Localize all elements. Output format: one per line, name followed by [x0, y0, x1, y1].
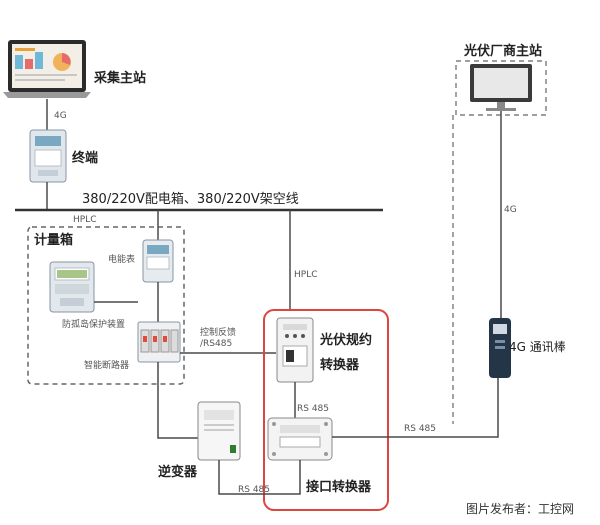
pv-converter-label-line1: 光伏规约: [320, 333, 373, 348]
interface-converter-icon: [267, 417, 333, 461]
link-inverter-interface-converter: [218, 460, 301, 495]
hplc-right-label: HPLC: [294, 270, 318, 280]
control-feedback-label: 控制反馈: [200, 328, 237, 338]
link-label-4g: 4G: [54, 111, 67, 121]
inverter-label: 逆变器: [158, 465, 198, 480]
anti-islanding-label: 防孤岛保护装置: [62, 320, 126, 330]
watermark-text: 图片发布者：工控网: [466, 502, 575, 516]
rs485-between-label: RS 485: [297, 404, 330, 414]
pv-protocol-converter-icon: [276, 317, 314, 383]
smart-breaker-label: 智能断路器: [84, 361, 130, 371]
monitor-icon: [470, 64, 532, 111]
terminal-label: 终端: [72, 151, 99, 166]
electric-meter-label: 电能表: [108, 255, 136, 265]
pv-master-station-label: 光伏厂商主站: [464, 44, 543, 59]
link-label-4g-right: 4G: [504, 205, 517, 215]
interface-converter-label: 接口转换器: [306, 480, 372, 495]
link-breaker-inverter: [157, 362, 198, 439]
rs485-bottom-label: RS 485: [238, 485, 271, 495]
rs485-right-label: RS 485: [404, 424, 437, 434]
4g-comm-stick-icon: [489, 318, 511, 378]
collection-station-label: 采集主站: [94, 71, 147, 86]
metering-box-outline: [27, 226, 185, 385]
metering-box-label: 计量箱: [34, 233, 74, 248]
smart-breaker-icon: [137, 321, 181, 363]
comm-stick-label: 4G 通讯棒: [509, 340, 566, 354]
terminal-icon: [29, 129, 67, 183]
electric-meter-icon: [142, 239, 174, 283]
rs485-slash-label: /RS485: [200, 339, 233, 349]
converter-highlight-box: [263, 309, 389, 511]
pv-converter-label-line2: 转换器: [320, 358, 360, 373]
bus-line-label: 380/220V配电箱、380/220V架空线: [82, 192, 299, 207]
anti-islanding-device-icon: [49, 261, 95, 313]
link-interface-comm-stick: [332, 378, 499, 438]
inverter-icon: [197, 401, 241, 461]
laptop-icon: [3, 40, 91, 98]
hplc-left-label: HPLC: [73, 215, 97, 225]
